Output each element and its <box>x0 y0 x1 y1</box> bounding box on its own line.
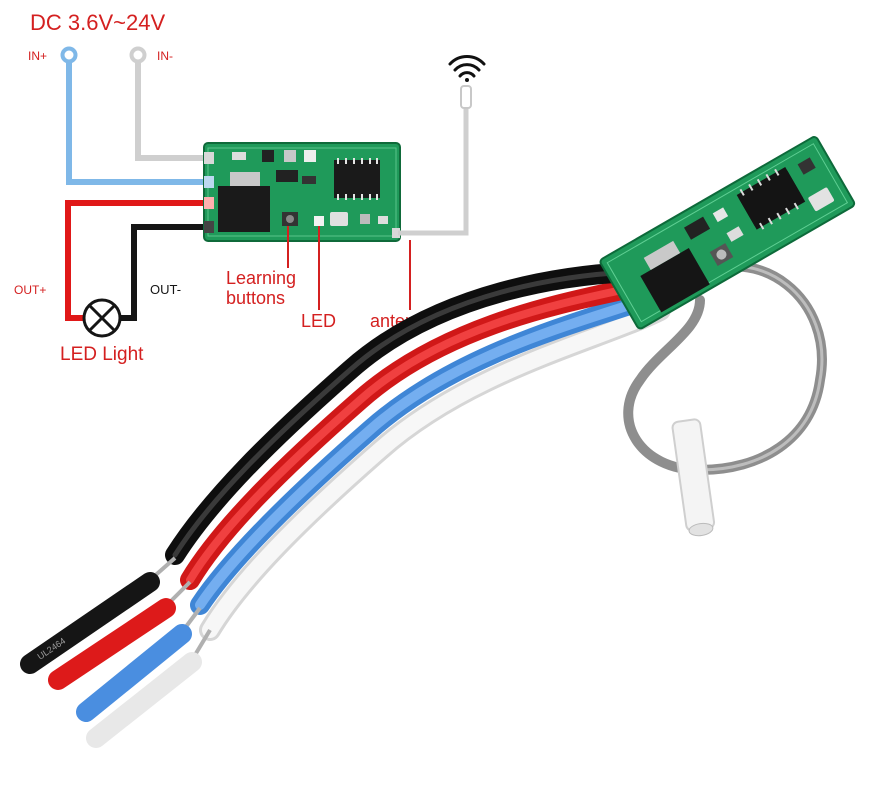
antenna-cap <box>671 418 716 537</box>
out-minus-wire <box>120 224 212 321</box>
in-minus-label: IN- <box>157 49 173 63</box>
in-plus-wire <box>66 62 212 185</box>
learning-buttons-label-line1: Learning <box>226 268 296 288</box>
out-minus-label: OUT- <box>150 282 181 297</box>
white-cable <box>86 299 671 748</box>
receiver-board-photo <box>599 136 856 330</box>
red-cable <box>48 276 650 690</box>
in-minus-terminal <box>129 46 147 64</box>
led-light-label: LED Light <box>60 344 144 365</box>
antenna-tip <box>460 85 472 109</box>
blue-cable <box>76 288 660 722</box>
wifi-signal-icon <box>448 54 486 82</box>
black-cable: UL2464 <box>20 262 640 674</box>
lamp-icon <box>82 298 122 338</box>
out-plus-wire <box>65 200 212 321</box>
in-minus-wire <box>135 62 212 161</box>
learning-buttons-label-line2: buttons <box>226 288 285 308</box>
supply-voltage-label: DC 3.6V~24V <box>30 10 165 35</box>
receiver-board-drawing <box>203 142 401 242</box>
in-plus-terminal <box>60 46 78 64</box>
antenna-wire <box>398 104 469 236</box>
out-plus-label: OUT+ <box>14 283 46 297</box>
led-label: LED <box>301 311 336 331</box>
in-plus-label: IN+ <box>28 49 47 63</box>
